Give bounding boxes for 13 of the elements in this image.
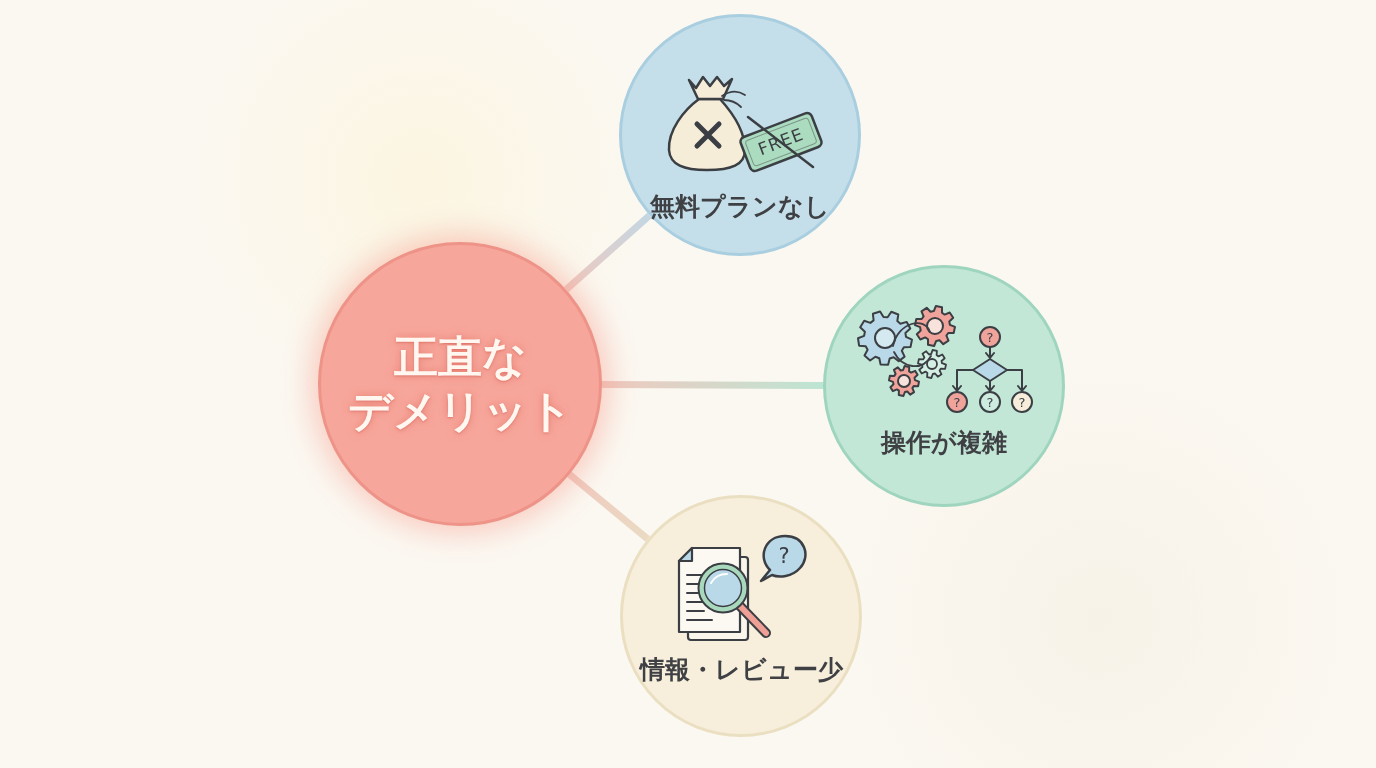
question-mark: ? xyxy=(1018,395,1026,409)
connector-line xyxy=(563,212,652,293)
connector-line xyxy=(567,471,650,542)
question-mark: ? xyxy=(986,330,994,344)
question-mark: ? xyxy=(778,545,790,567)
connector-line xyxy=(602,381,823,389)
hub-title: 正直なデメリット xyxy=(347,330,573,438)
question-mark: ? xyxy=(953,395,961,409)
topic-label: 無料プランなし xyxy=(650,192,830,222)
tag-text: FREE xyxy=(756,125,806,159)
question-mark: ? xyxy=(986,395,994,409)
topic-label: 操作が複雑 xyxy=(881,428,1007,458)
topic-label: 情報・レビュー少 xyxy=(639,655,843,685)
